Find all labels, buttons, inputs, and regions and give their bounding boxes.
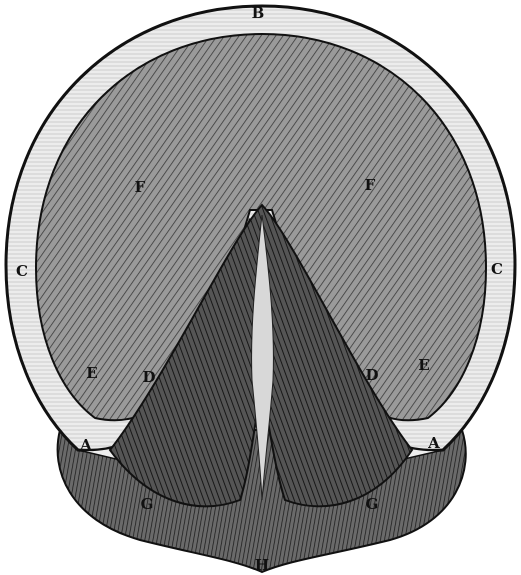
label-a-right: A: [427, 434, 440, 452]
label-e-right: E: [418, 356, 429, 374]
label-c-right: C: [491, 260, 503, 278]
label-b: B: [252, 4, 265, 22]
label-c-left: C: [16, 262, 28, 280]
label-a-left: A: [79, 436, 92, 454]
label-g-left: G: [141, 495, 154, 513]
label-d-left: D: [142, 368, 155, 386]
label-h: H: [255, 556, 269, 574]
label-f-left: F: [135, 178, 146, 196]
label-g-right: G: [366, 495, 379, 513]
label-f-right: F: [365, 176, 376, 194]
label-e-left: E: [86, 364, 97, 382]
label-d-right: D: [365, 366, 378, 384]
